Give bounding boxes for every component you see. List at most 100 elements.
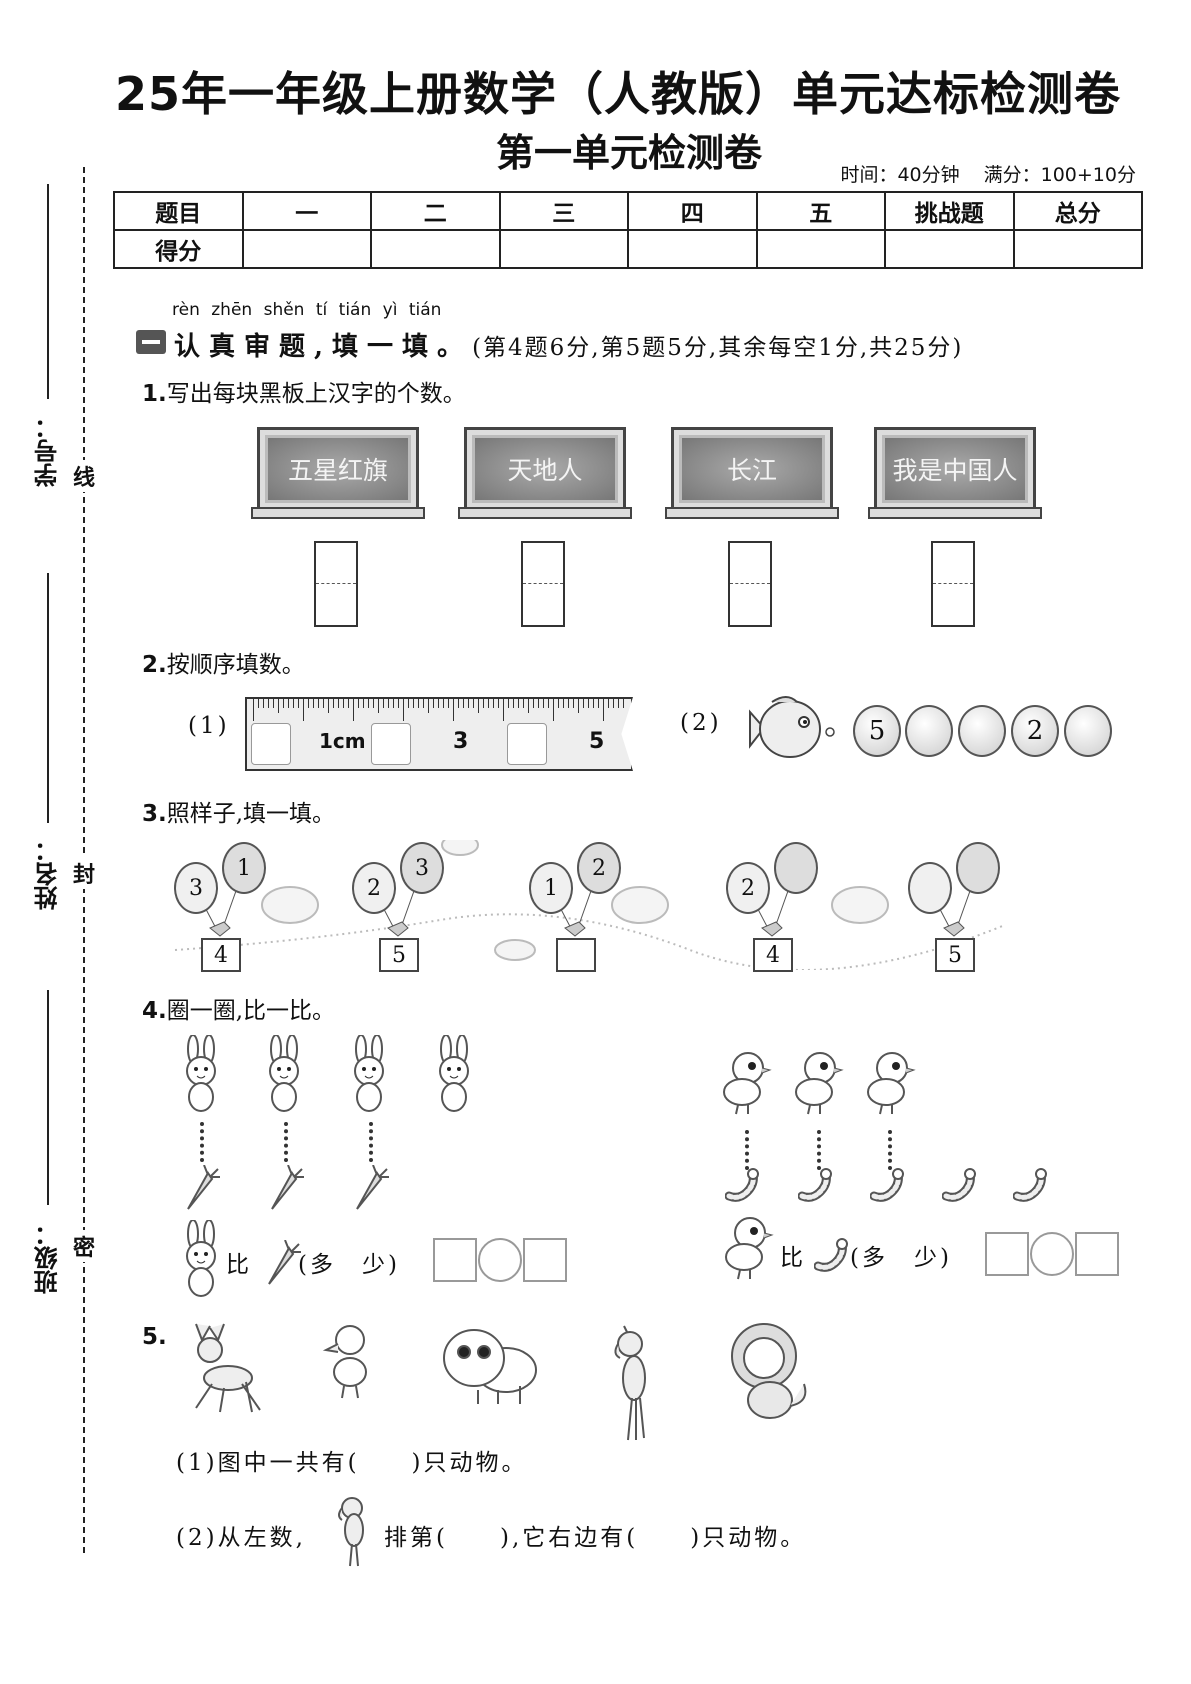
answer-box[interactable] <box>728 541 772 627</box>
answer-box[interactable] <box>931 541 975 627</box>
lion-icon <box>731 1323 807 1419</box>
header-cell: 题目 <box>113 191 244 231</box>
ruler-answer-box[interactable] <box>251 723 291 765</box>
balloon: 3 <box>174 862 218 914</box>
ruler-tick <box>443 699 444 708</box>
ruler-tick <box>473 699 474 708</box>
header-cell: 一 <box>241 191 372 231</box>
compare-box[interactable] <box>1075 1232 1119 1276</box>
number-bead-blank[interactable] <box>1064 705 1112 757</box>
time-limit: 时间：40分钟 <box>840 164 960 186</box>
matching-dots <box>284 1122 288 1162</box>
blackboard: 我是中国人 <box>868 427 1042 519</box>
question-number: 3. <box>142 801 167 827</box>
more-less-choice[interactable]: (多 少) <box>850 1245 952 1271</box>
ruler-tick <box>478 699 479 713</box>
compare-symbol-circle[interactable] <box>1030 1232 1074 1276</box>
worm-icon <box>725 1168 759 1202</box>
header-cell: 总分 <box>1012 191 1143 231</box>
deer-icon <box>195 1323 261 1413</box>
rabbit-icon <box>186 1035 216 1112</box>
ruler-tick <box>308 699 309 708</box>
gift-box-blank[interactable] <box>556 938 596 972</box>
score-cell[interactable] <box>884 229 1015 269</box>
header-cell: 五 <box>755 191 886 231</box>
compare-symbol-circle[interactable] <box>478 1238 522 1282</box>
section-pinyin: rèn zhēn shěn tí tián yì tián <box>172 300 442 320</box>
ruler-tick <box>288 699 289 708</box>
score-cell[interactable] <box>370 229 501 269</box>
ruler-tick <box>498 699 499 708</box>
ruler-tick <box>408 699 409 708</box>
compare-box[interactable] <box>985 1232 1029 1276</box>
student-id-write-line[interactable] <box>47 184 49 399</box>
question-number: 4. <box>142 998 167 1024</box>
balloon: 1 <box>222 842 266 894</box>
score-cell[interactable] <box>241 229 372 269</box>
section-heading: 认真审题,填一填。(第4题6分,第5题5分,其余每空1分,共25分) <box>174 326 963 363</box>
class-label: 班级： <box>34 1222 62 1294</box>
worm-icon <box>798 1168 832 1202</box>
ruler-tick <box>433 699 434 708</box>
question-2: 2.按顺序填数。 <box>142 645 305 679</box>
ruler-answer-box[interactable] <box>507 723 547 765</box>
number-bead-blank[interactable] <box>958 705 1006 757</box>
ruler-tick <box>603 699 604 721</box>
more-less-choice[interactable]: (多 少) <box>298 1252 400 1278</box>
number-bead-blank[interactable] <box>905 705 953 757</box>
name-write-line[interactable] <box>47 573 49 823</box>
question-number: 1. <box>142 381 167 407</box>
balloon-blank[interactable] <box>956 842 1000 894</box>
ruler-tick <box>293 699 294 708</box>
ruler-tick <box>388 699 389 708</box>
ruler-tick <box>448 699 449 708</box>
ruler-tick <box>578 699 579 713</box>
ruler-tick <box>483 699 484 708</box>
carrot-icon <box>356 1165 389 1210</box>
compare-word: 比 <box>226 1252 252 1278</box>
question-5-part-2b: 排第( ),它右边有( )只动物。 <box>384 1525 807 1551</box>
balloon-blank[interactable] <box>908 862 952 914</box>
ruler-tick <box>453 699 454 721</box>
balloon: 1 <box>529 862 573 914</box>
gift-box: 4 <box>753 938 793 972</box>
chick-icon <box>795 1052 844 1115</box>
fish-icon <box>749 696 835 758</box>
gift-box: 5 <box>379 938 419 972</box>
ruler-tick <box>298 699 299 708</box>
student-id-label: 学号： <box>34 415 62 487</box>
ruler-tick <box>613 699 614 708</box>
ruler-tick <box>568 699 569 708</box>
compare-box[interactable] <box>523 1238 567 1282</box>
ruler-label: 5 <box>589 729 605 754</box>
ruler-answer-box[interactable] <box>371 723 411 765</box>
score-cell[interactable] <box>498 229 629 269</box>
ruler-tick <box>323 699 324 708</box>
balloon-blank[interactable] <box>774 842 818 894</box>
ruler-tick <box>373 699 374 708</box>
blackboard-text: 五星红旗 <box>268 438 408 500</box>
compare-box[interactable] <box>433 1238 477 1282</box>
seal-char: 线 <box>73 460 95 492</box>
ruler-tick <box>358 699 359 708</box>
ruler-tick <box>348 699 349 708</box>
ruler-tick <box>573 699 574 708</box>
score-cell[interactable] <box>755 229 886 269</box>
ruler-tick <box>618 699 619 708</box>
exam-meta: 时间：40分钟满分：100+10分 <box>816 160 1136 187</box>
answer-box[interactable] <box>521 541 565 627</box>
ruler-tick <box>533 699 534 708</box>
answer-box[interactable] <box>314 541 358 627</box>
seal-char: 密 <box>73 1230 95 1262</box>
class-write-line[interactable] <box>47 990 49 1205</box>
score-cell[interactable] <box>1012 229 1143 269</box>
question-4: 4.圈一圈,比一比。 <box>142 991 335 1025</box>
chick-icon <box>725 1217 774 1280</box>
carrot-icon <box>271 1165 304 1210</box>
ruler-tick <box>518 699 519 708</box>
duck-icon <box>322 1325 367 1399</box>
ruler-tick <box>503 699 504 721</box>
score-cell[interactable] <box>627 229 758 269</box>
ruler-tick <box>403 699 404 721</box>
question-text: 照样子,填一填。 <box>166 801 336 827</box>
